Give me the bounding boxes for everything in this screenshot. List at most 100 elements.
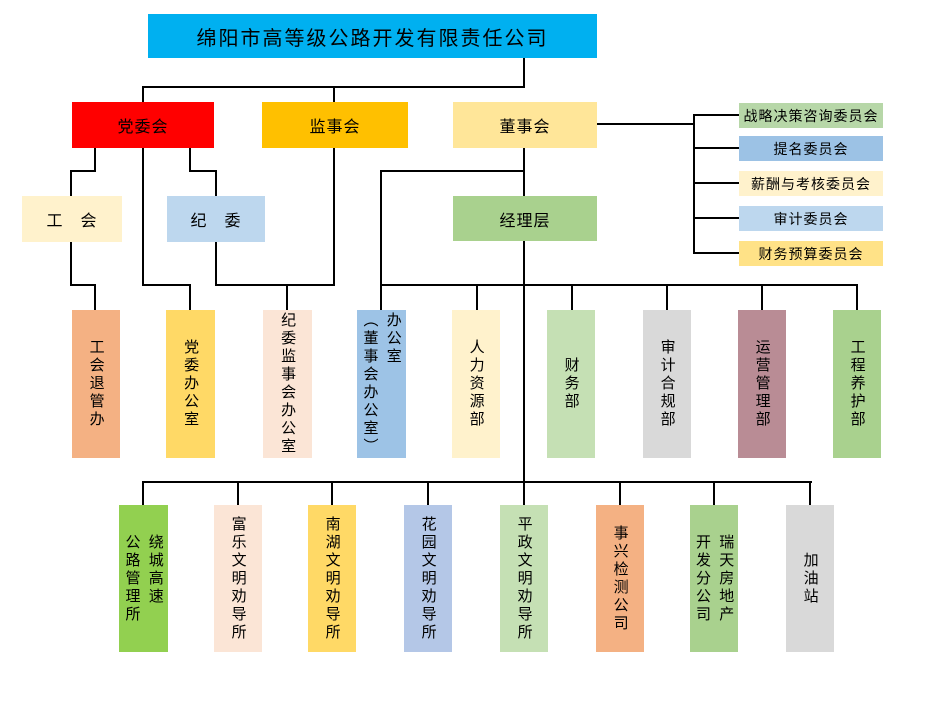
strategy-committee-label: 战略决策咨询委员会: [743, 107, 879, 124]
discipline-supervisory-office-label: 纪委监事会办公室: [279, 312, 297, 456]
connector-line: [142, 284, 190, 286]
connector-line: [70, 284, 96, 286]
connector-line: [286, 284, 288, 310]
pingzheng-guidance-station-label: 平政文明劝导所: [515, 515, 533, 642]
box-human-resources: 人力资源部: [452, 310, 500, 458]
ring-expressway-office-label: 绕城高速 公路管理所: [123, 533, 164, 624]
box-strategy-committee: 战略决策咨询委员会: [739, 103, 883, 128]
audit-compliance-label: 审计合规部: [658, 339, 676, 429]
connector-line: [70, 170, 96, 172]
general-office-label: 办公室 （董事会办公室）: [361, 312, 402, 456]
human-resources-label: 人力资源部: [467, 339, 485, 429]
connector-line: [380, 170, 382, 310]
box-ring-expressway-office: 绕城高速 公路管理所: [119, 505, 168, 652]
connector-line: [761, 284, 763, 310]
connector-line: [215, 284, 335, 286]
labor-union-label: 工 会: [46, 213, 98, 230]
box-supervisory-board: 监事会: [262, 102, 408, 148]
box-pingzheng-guidance-station: 平政文明劝导所: [500, 505, 548, 652]
connector-line: [693, 114, 695, 254]
connector-line: [666, 284, 668, 310]
box-company-root: 绵阳市高等级公路开发有限责任公司: [148, 14, 597, 58]
connector-line: [94, 148, 96, 172]
connector-line: [142, 86, 144, 102]
audit-committee-label: 审计委员会: [773, 210, 849, 227]
engineering-maintenance-label: 工程养护部: [848, 339, 866, 429]
box-labor-union: 工 会: [22, 196, 122, 242]
connector-line: [856, 284, 858, 310]
discipline-committee-label: 纪 委: [190, 213, 242, 230]
box-operations-management: 运营管理部: [738, 310, 786, 458]
supervisory-board-label: 监事会: [309, 119, 361, 136]
company-root-label: 绵阳市高等级公路开发有限责任公司: [196, 27, 549, 50]
remuneration-committee-label: 薪酬与考核委员会: [751, 175, 871, 192]
finance-department-label: 财务部: [562, 357, 580, 411]
fule-guidance-station-label: 富乐文明劝导所: [229, 515, 247, 642]
box-audit-compliance: 审计合规部: [643, 310, 691, 458]
connector-line: [215, 242, 217, 286]
board-of-directors-label: 董事会: [499, 119, 551, 136]
party-office-label: 党委办公室: [182, 339, 200, 429]
box-finance-department: 财务部: [547, 310, 595, 458]
box-ruitian-realestate-branch: 瑞天房地产 开发分公司: [690, 505, 738, 652]
connector-line: [70, 242, 72, 286]
connector-line: [476, 284, 478, 310]
connector-line: [189, 284, 191, 310]
nomination-committee-label: 提名委员会: [773, 140, 849, 157]
connector-line: [523, 241, 525, 483]
connector-line: [619, 481, 621, 506]
box-nomination-committee: 提名委员会: [739, 136, 883, 161]
connector-line: [380, 170, 525, 172]
connector-line: [237, 481, 239, 506]
connector-line: [142, 148, 144, 286]
box-board-of-directors: 董事会: [453, 102, 597, 148]
connector-line: [693, 252, 739, 254]
connector-line: [693, 147, 739, 149]
connector-line: [571, 284, 573, 310]
box-general-office: 办公室 （董事会办公室）: [357, 310, 406, 458]
management-level-label: 经理层: [499, 212, 551, 230]
connector-line: [597, 123, 695, 125]
connector-line: [142, 481, 812, 483]
box-remuneration-committee: 薪酬与考核委员会: [739, 171, 883, 196]
box-discipline-committee: 纪 委: [167, 196, 265, 242]
party-committee-label: 党委会: [117, 119, 169, 136]
connector-line: [693, 217, 739, 219]
box-budget-committee: 财务预算委员会: [739, 241, 883, 266]
box-union-retirement-office: 工会退管办: [72, 310, 120, 458]
box-shixing-testing-company: 事兴检测公司: [596, 505, 644, 652]
box-party-committee: 党委会: [72, 102, 214, 148]
box-management-level: 经理层: [453, 196, 597, 241]
connector-line: [523, 58, 525, 88]
gas-station-label: 加油站: [801, 551, 819, 606]
nanhu-guidance-station-label: 南湖文明劝导所: [323, 515, 341, 642]
shixing-testing-company-label: 事兴检测公司: [611, 524, 629, 633]
connector-line: [94, 284, 96, 310]
box-audit-committee: 审计委员会: [739, 206, 883, 231]
union-retirement-office-label: 工会退管办: [87, 339, 105, 429]
box-engineering-maintenance: 工程养护部: [833, 310, 881, 458]
box-fule-guidance-station: 富乐文明劝导所: [214, 505, 262, 652]
connector-line: [809, 481, 811, 506]
budget-committee-label: 财务预算委员会: [758, 245, 864, 262]
connector-line: [70, 170, 72, 196]
box-discipline-supervisory-office: 纪委监事会办公室: [263, 310, 312, 458]
connector-line: [693, 114, 739, 116]
ruitian-realestate-branch-label: 瑞天房地产 开发分公司: [694, 533, 735, 624]
operations-management-label: 运营管理部: [753, 339, 771, 429]
box-party-office: 党委办公室: [166, 310, 215, 458]
box-huayuan-guidance-station: 花园文明劝导所: [404, 505, 452, 652]
connector-line: [331, 481, 333, 506]
connector-line: [215, 170, 217, 196]
huayuan-guidance-station-label: 花园文明劝导所: [419, 515, 437, 642]
connector-line: [333, 86, 335, 102]
connector-line: [523, 481, 525, 506]
box-gas-station: 加油站: [786, 505, 834, 652]
connector-line: [380, 284, 858, 286]
connector-line: [523, 148, 525, 196]
connector-line: [189, 148, 191, 172]
connector-line: [713, 481, 715, 506]
box-nanhu-guidance-station: 南湖文明劝导所: [308, 505, 356, 652]
connector-line: [427, 481, 429, 506]
